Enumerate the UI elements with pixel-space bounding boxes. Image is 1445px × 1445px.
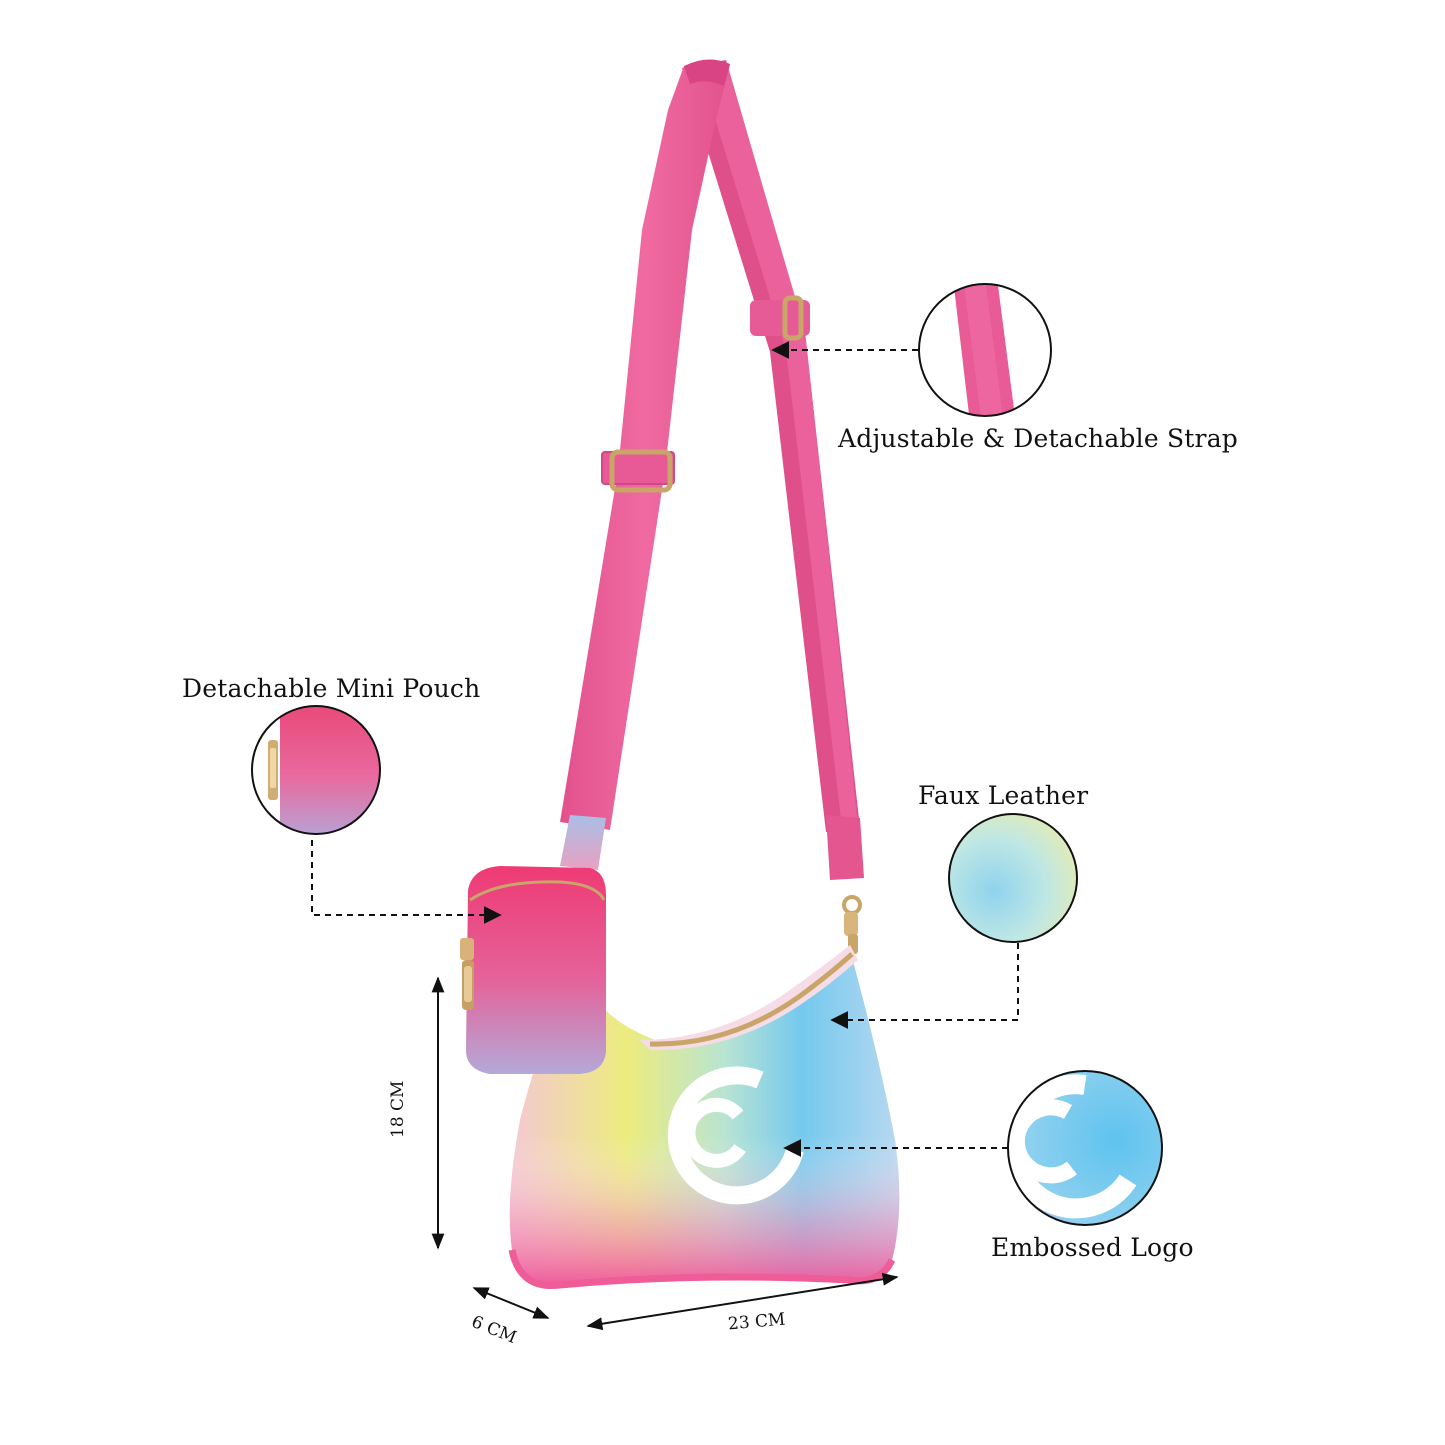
faux-leather-label: Faux Leather	[918, 781, 1089, 810]
pouch-label: Detachable Mini Pouch	[182, 674, 481, 703]
height-dimension-label: 18 CM	[388, 1080, 408, 1138]
faux-leather-zoom-circle	[948, 813, 1078, 943]
strap-label: Adjustable & Detachable Strap	[838, 424, 1239, 453]
bag-logo	[667, 1066, 804, 1205]
dimension-arrows	[431, 976, 899, 1331]
strap-zoom-circle	[918, 283, 1052, 417]
pouch-zoom-circle	[251, 705, 381, 835]
faux-callout-line	[830, 943, 1019, 1029]
shoulder-strap	[560, 59, 864, 954]
callout-lines	[311, 341, 1019, 1157]
bag-body	[508, 945, 900, 1290]
logo-label: Embossed Logo	[991, 1233, 1194, 1262]
depth-arrow	[472, 1287, 550, 1319]
logo-zoom-circle	[1007, 1070, 1163, 1226]
pouch-callout-line	[311, 840, 502, 924]
mini-pouch	[460, 866, 606, 1074]
width-arrow	[586, 1272, 899, 1331]
